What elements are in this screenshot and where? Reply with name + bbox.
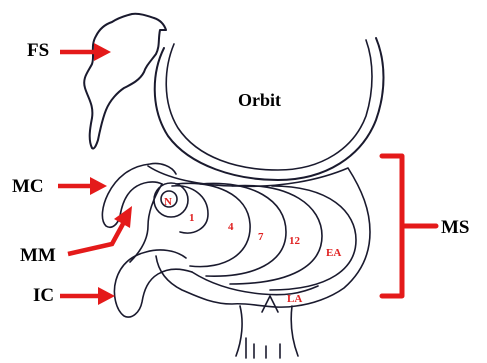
fs-arrow — [60, 43, 111, 61]
frontal-sinus-outline — [84, 14, 166, 149]
cell-1-arc — [172, 186, 208, 233]
mm-arrow — [68, 206, 132, 254]
ic-arrow — [60, 287, 115, 305]
cell-12-arc — [230, 186, 322, 284]
label-cell-12: 12 — [289, 235, 301, 247]
mc-arrow — [58, 177, 107, 195]
label-ms: MS — [441, 217, 470, 238]
label-cell-7: 7 — [258, 231, 264, 243]
label-mc: MC — [12, 176, 44, 197]
label-ic: IC — [33, 285, 54, 306]
inferior-concha-outline — [114, 250, 192, 317]
root-hatching — [246, 338, 280, 358]
label-mm: MM — [20, 245, 56, 266]
root-notch — [262, 296, 278, 312]
cell-ea-arc — [270, 186, 356, 290]
label-fs: FS — [27, 40, 49, 61]
label-cell-4: 4 — [228, 221, 234, 233]
label-n: N — [164, 196, 172, 208]
label-cell-1: 1 — [189, 212, 195, 224]
cell-7-arc — [200, 183, 286, 276]
label-ea: EA — [326, 247, 341, 259]
ms-bracket — [382, 156, 436, 296]
label-la: LA — [287, 293, 302, 305]
label-orbit: Orbit — [238, 90, 281, 110]
